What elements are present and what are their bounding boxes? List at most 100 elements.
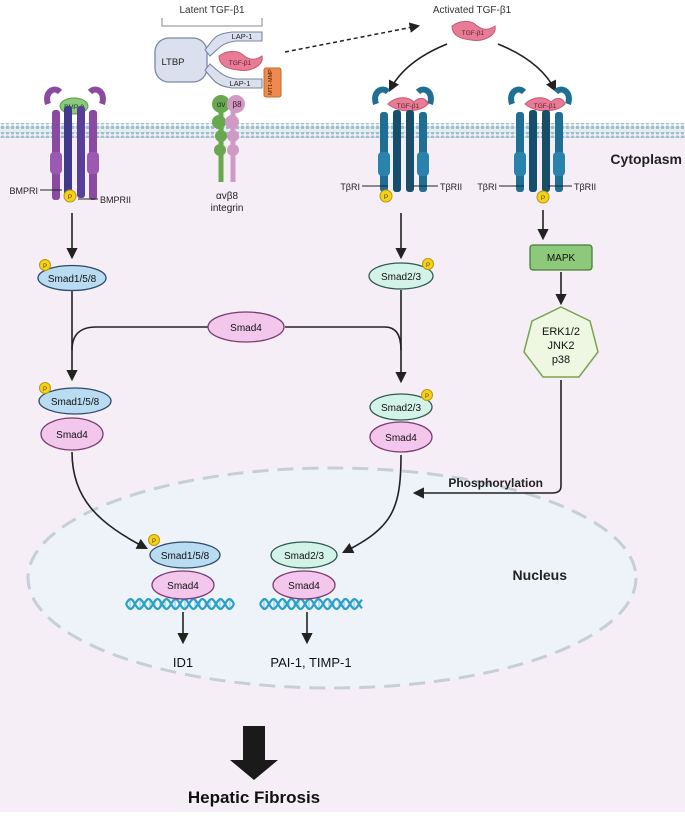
arrow-tgf-to-right-receptor bbox=[497, 43, 557, 93]
phospho-badge bbox=[422, 258, 434, 270]
smad4-nucleus-right-node bbox=[272, 570, 336, 600]
latent-tgf-complex: Latent TGF-β1 LTBP LAP-1 LAP-1 TGF-β1 MT… bbox=[154, 5, 282, 98]
nucleus-membrane bbox=[26, 466, 638, 690]
phospho-badge bbox=[39, 382, 51, 394]
bmpri-label: BMPRI bbox=[9, 186, 38, 196]
arrow-smad23-to-nucleus bbox=[341, 454, 402, 554]
dna-right bbox=[259, 597, 363, 611]
smad4-nucleus-left-node bbox=[151, 570, 215, 600]
lap1-bottom-shape bbox=[204, 63, 263, 89]
ltbp-box bbox=[154, 37, 208, 83]
tbrii-mid-label: TβRII bbox=[440, 182, 462, 192]
integrin-avb8: αv β8 αvβ8 integrin bbox=[211, 95, 245, 214]
smad4-left-label: Smad4 bbox=[56, 430, 88, 441]
smad158-complex-node bbox=[38, 387, 112, 415]
tbrii-right-label: TβRII bbox=[574, 182, 596, 192]
smad23-nucleus-label: Smad2/3 bbox=[284, 551, 324, 562]
dna-strand bbox=[259, 597, 363, 611]
phospho-label: P bbox=[152, 539, 156, 545]
integrin-label-1: αvβ8 bbox=[216, 191, 239, 202]
lap1-top-label: LAP-1 bbox=[232, 32, 253, 41]
tgf-latent-shape bbox=[218, 50, 263, 71]
phosphorylation-label: Phosphorylation bbox=[448, 476, 543, 490]
tgf-activated-label: TGF-β1 bbox=[462, 30, 485, 37]
tbri-mid-label: TβRI bbox=[340, 182, 360, 192]
phospho-badge bbox=[39, 259, 51, 271]
phospho-label: P bbox=[68, 194, 72, 201]
hepatic-fibrosis-arrow bbox=[230, 726, 278, 780]
integrin-alpha-head bbox=[212, 95, 230, 113]
mapk-label: MAPK bbox=[547, 253, 576, 264]
smad4-right-node bbox=[369, 421, 433, 453]
arrow-smad158-to-nucleus bbox=[71, 451, 148, 550]
tgf-mid-label: TGF-β1 bbox=[397, 103, 420, 110]
activated-tgf-label: Activated TGF-β1 bbox=[433, 5, 512, 16]
integrin-beta-label: β8 bbox=[232, 100, 242, 109]
phospho-badge bbox=[63, 189, 77, 203]
p38-label: p38 bbox=[552, 354, 570, 366]
smad4-center-label: Smad4 bbox=[230, 323, 262, 334]
smad158-complex-label: Smad1/5/8 bbox=[51, 397, 100, 408]
smad4-nucleus-left-label: Smad4 bbox=[167, 581, 199, 592]
phospho-badge bbox=[421, 389, 433, 401]
smad4-left-node bbox=[40, 417, 104, 451]
phospho-badge bbox=[148, 534, 160, 546]
erk-jnk-p38-node bbox=[523, 306, 599, 378]
latent-tgf-label: Latent TGF-β1 bbox=[179, 5, 244, 16]
bmp9-label: BMP-9 bbox=[64, 104, 84, 111]
arrow-phosphorylation bbox=[412, 380, 562, 499]
smad23-complex-label: Smad2/3 bbox=[381, 403, 421, 414]
smad158-nucleus-node bbox=[149, 541, 221, 569]
smad4-center-node bbox=[207, 311, 285, 343]
bmprii-label: BMPRII bbox=[100, 195, 131, 205]
smad158-label: Smad1/5/8 bbox=[48, 274, 97, 285]
cell-membrane bbox=[0, 123, 685, 138]
phospho-label: P bbox=[384, 194, 388, 201]
tbri-right-label: TβRI bbox=[477, 182, 497, 192]
phospho-label: P bbox=[541, 195, 545, 202]
phospho-label: P bbox=[425, 394, 429, 400]
lap1-top-shape bbox=[204, 31, 263, 57]
mapk-node bbox=[529, 244, 593, 271]
smad23-label: Smad2/3 bbox=[381, 272, 421, 283]
arrow-tgf-to-mid-receptor bbox=[388, 43, 448, 93]
mt1-mmp-box bbox=[263, 67, 282, 98]
phospho-badge bbox=[536, 190, 550, 204]
smad4-right-label: Smad4 bbox=[385, 433, 417, 444]
lap1-bottom-label: LAP-1 bbox=[230, 79, 251, 88]
dna-left bbox=[125, 597, 235, 611]
smad4-nucleus-right-label: Smad4 bbox=[288, 581, 320, 592]
smad23-complex-node bbox=[369, 393, 433, 421]
smad23-node bbox=[368, 262, 434, 290]
smad158-nucleus-label: Smad1/5/8 bbox=[161, 551, 210, 562]
tgf-right-label: TGF-β1 bbox=[534, 103, 557, 110]
id1-label: ID1 bbox=[173, 655, 193, 670]
bmp-receptor: BMP-9 BMPRI BMPRII P bbox=[9, 86, 131, 205]
mt1-mmp-label: MT1-MMP bbox=[268, 69, 274, 95]
latent-bracket bbox=[161, 18, 263, 27]
integrin-alpha-label: αv bbox=[217, 100, 226, 109]
tgf-latent-label: TGF-β1 bbox=[229, 60, 252, 67]
hepatic-fibrosis-label: Hepatic Fibrosis bbox=[188, 788, 320, 807]
phospho-badge bbox=[379, 189, 393, 203]
nucleus-label: Nucleus bbox=[513, 567, 568, 583]
activation-dashed-arrow bbox=[284, 22, 421, 53]
dna-strand bbox=[259, 597, 363, 611]
tgf-activated-shape bbox=[451, 20, 496, 41]
ltbp-label: LTBP bbox=[161, 57, 184, 68]
cytoplasm-label: Cytoplasm bbox=[610, 151, 682, 167]
phospho-label: P bbox=[426, 263, 430, 269]
smad158-node bbox=[37, 264, 107, 292]
smad23-nucleus-node bbox=[270, 541, 338, 569]
tgf-receptor-mid: TGF-β1 TβRI TβRII P bbox=[340, 86, 462, 203]
phospho-label: P bbox=[43, 264, 47, 270]
integrin-beta-head bbox=[227, 95, 245, 113]
tgf-receptor-right: TGF-β1 TβRI TβRII P bbox=[477, 86, 596, 204]
jnk-label: JNK2 bbox=[548, 340, 575, 352]
dna-strand bbox=[125, 597, 235, 611]
erk-label: ERK1/2 bbox=[542, 326, 580, 338]
integrin-label-2: integrin bbox=[211, 203, 244, 214]
pai-timp-label: PAI-1, TIMP-1 bbox=[270, 655, 351, 670]
